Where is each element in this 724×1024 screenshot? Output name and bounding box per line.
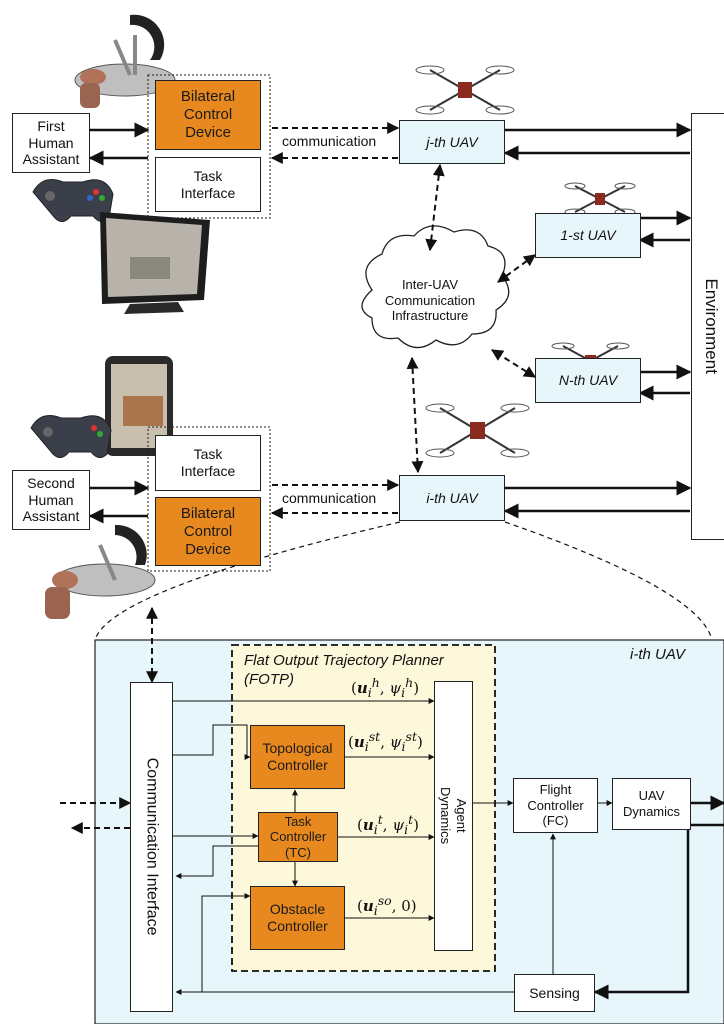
tablet-icon: [105, 356, 173, 456]
gamepad-icon: [30, 415, 112, 458]
haptic-device-icon: [74, 14, 176, 108]
upper-communication-label: communication: [282, 133, 377, 149]
first-task-interface: Task Interface: [155, 157, 261, 212]
environment-box: Environment: [691, 113, 724, 540]
fotp-title: Flat Output Trajectory Planner: [244, 652, 444, 669]
second-task-interface: Task Interface: [155, 435, 261, 491]
n-th-uav-box: N-th UAV: [535, 358, 641, 403]
detail-title: i-th UAV: [630, 646, 686, 663]
first-bilateral-control-device: Bilateral Control Device: [155, 80, 261, 150]
inter-uav-communication-label: Inter-UAV Communication Infrastructure: [384, 277, 476, 324]
communication-interface-box: Communication Interface: [130, 682, 173, 1012]
topological-controller: Topological Controller: [250, 725, 345, 789]
agent-dynamics-box: Agent Dynamics: [434, 681, 473, 951]
quadrotor-icon: [564, 182, 636, 216]
obstacle-input-label: (uiso, 0): [357, 893, 417, 918]
obstacle-controller: Obstacle Controller: [250, 886, 345, 950]
sensing-box: Sensing: [514, 974, 595, 1012]
first-uav-box: 1-st UAV: [535, 213, 641, 258]
j-th-uav-box: j-th UAV: [399, 120, 505, 164]
agent-dynamics-label: Agent Dynamics: [438, 787, 470, 845]
cloud-icon: [361, 225, 510, 349]
fotp-abbr: (FOTP): [244, 671, 294, 688]
communication-interface-label: Communication Interface: [143, 758, 161, 936]
i-th-uav-box: i-th UAV: [399, 475, 505, 521]
topological-input-label: (uist, ψist): [348, 729, 423, 754]
uav-dynamics-box: UAV Dynamics: [612, 778, 691, 830]
first-device-group: [147, 74, 271, 219]
flight-controller-box: Flight Controller (FC): [513, 778, 598, 833]
second-device-group: [147, 426, 271, 572]
quadrotor-icon: [415, 65, 515, 115]
haptic-device-icon: [45, 524, 156, 619]
human-input-label: (uih, ψih): [351, 675, 420, 700]
second-bilateral-control-device: Bilateral Control Device: [155, 497, 261, 566]
lower-communication-label: communication: [282, 490, 377, 506]
task-controller: Task Controller (TC): [258, 812, 338, 862]
second-human-assistant: Second Human Assistant: [12, 470, 90, 530]
first-human-assistant: First Human Assistant: [12, 113, 90, 173]
monitor-icon: [100, 212, 210, 314]
task-input-label: (uit, ψit): [357, 812, 419, 837]
quadrotor-icon: [425, 403, 530, 458]
environment-label: Environment: [702, 278, 722, 375]
